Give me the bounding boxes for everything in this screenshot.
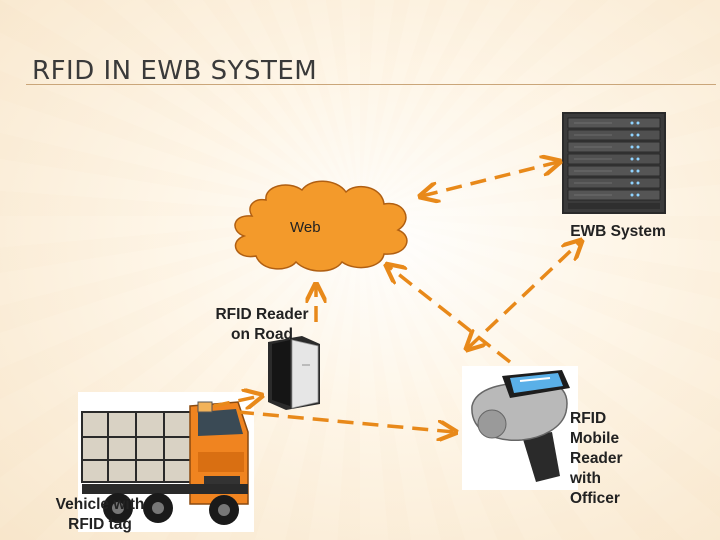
web-cloud [234,180,408,272]
link-mobile-web [388,266,512,364]
link-web-ewb [422,162,558,196]
rfid-road-reader-icon [268,336,320,410]
title-underline [26,84,716,85]
link-mobile-ewb [468,242,580,348]
slide-title: RFID IN EWB SYSTEM [32,56,318,86]
vehicle-label: Vehicle with RFID tag [55,496,145,533]
truck-image [78,392,254,532]
rfid-reader-road-label: RFID Reader on Road [215,306,309,343]
link-truck-mobile [237,410,454,432]
ewb-system-label: EWB System [570,223,666,240]
server-rack-icon [562,112,666,214]
rfid-mobile-reader-image [462,366,578,490]
link-truck-road [213,396,260,406]
web-label: Web [290,219,321,236]
mobile-reader-label: RFID Mobile Reader with Officer [570,410,623,507]
